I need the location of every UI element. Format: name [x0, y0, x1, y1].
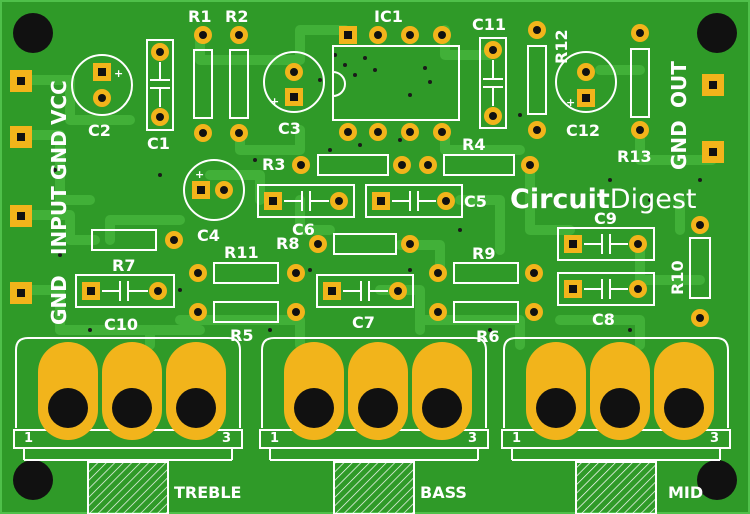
capacitor-c4: +	[183, 159, 245, 221]
pot-shaft	[333, 461, 415, 514]
pot-pin3-label: 3	[222, 431, 231, 446]
pot-pin1-label: 1	[512, 431, 521, 446]
ref-c4: C4	[197, 226, 220, 245]
svg-text:+: +	[270, 95, 279, 108]
resistor-r3	[292, 154, 411, 176]
resistor-r9	[429, 262, 543, 284]
ref-r7: R7	[112, 256, 135, 275]
label-out: OUT	[667, 61, 691, 108]
resistor-r2	[229, 26, 249, 142]
pot-pin1-label: 1	[24, 431, 33, 446]
resistor-r10	[689, 216, 711, 327]
resistor-r13	[630, 24, 650, 139]
capacitor-c11	[479, 37, 507, 129]
resistor-r7	[91, 229, 183, 251]
ref-r6: R6	[476, 327, 499, 346]
ref-c5: C5	[464, 192, 487, 211]
ref-r2: R2	[225, 7, 248, 26]
pot-pin1-label: 1	[270, 431, 279, 446]
capacitor-c2: +	[71, 54, 133, 116]
label-input: INPUT	[47, 186, 71, 255]
mounting-hole-bottom-right	[697, 460, 737, 500]
capacitor-c10	[75, 274, 175, 308]
logo-digest: Digest	[610, 184, 697, 215]
svg-text:+: +	[114, 67, 123, 80]
label-gnd-out: GND	[667, 120, 691, 170]
svg-text:CircuitDigest: CircuitDigest	[510, 184, 696, 215]
ref-c1: C1	[147, 134, 170, 153]
pot-name-label: TREBLE	[174, 483, 241, 502]
logo-circuit: Circuit	[510, 184, 610, 215]
ref-r12: R12	[552, 29, 571, 64]
ref-c2: C2	[88, 121, 111, 140]
pot-shaft	[575, 461, 657, 514]
mounting-hole-top-left	[13, 13, 53, 53]
pot-shaft	[87, 461, 169, 514]
ref-r11: R11	[224, 243, 259, 262]
ref-r8: R8	[276, 234, 299, 253]
resistor-r4	[419, 154, 539, 176]
ref-c3: C3	[278, 119, 301, 138]
svg-text:+: +	[566, 96, 575, 109]
capacitor-c12: +	[555, 51, 617, 113]
capacitor-c9	[557, 227, 655, 261]
resistor-r5	[189, 301, 305, 323]
resistor-r1	[193, 26, 213, 142]
ref-r4: R4	[462, 135, 485, 154]
mounting-hole-bottom-left	[13, 460, 53, 500]
resistor-r11	[189, 262, 305, 284]
left-connector-pads	[10, 70, 32, 304]
copper-traces	[25, 25, 717, 350]
capacitor-c8	[557, 272, 655, 306]
resistor-r6	[429, 301, 543, 323]
capacitor-c7	[316, 274, 414, 308]
mounting-holes	[13, 13, 737, 500]
via-dots	[53, 53, 702, 332]
circuitdigest-logo: CircuitDigest	[510, 184, 696, 215]
ic1-chip	[332, 26, 460, 141]
resistor-r8	[309, 233, 419, 255]
ref-r10: R10	[668, 260, 687, 295]
svg-text:+: +	[195, 168, 204, 181]
capacitor-c5	[365, 184, 463, 218]
pot-name-label: BASS	[420, 483, 467, 502]
resistor-r12	[527, 21, 547, 139]
ref-r1: R1	[188, 7, 211, 26]
ref-r3: R3	[262, 155, 285, 174]
label-gnd-top: GND	[47, 130, 71, 180]
pot-pin3-label: 3	[710, 431, 719, 446]
mounting-hole-top-right	[697, 13, 737, 53]
ref-r13: R13	[617, 147, 652, 166]
ref-c7: C7	[352, 313, 375, 332]
ref-c12: C12	[566, 121, 600, 140]
capacitor-c6	[257, 184, 355, 218]
ref-c10: C10	[104, 315, 138, 334]
ref-c9: C9	[594, 209, 617, 228]
ref-c6: C6	[292, 220, 315, 239]
pot-pin3-label: 3	[468, 431, 477, 446]
ref-c11: C11	[472, 15, 506, 34]
ref-r5: R5	[230, 326, 253, 345]
ref-c8: C8	[592, 310, 615, 329]
label-gnd-bottom: GND	[47, 275, 71, 325]
capacitor-c3: +	[263, 51, 325, 113]
capacitor-c1	[146, 39, 174, 131]
ref-ic1: IC1	[374, 7, 403, 26]
pot-name-label: MID	[668, 483, 703, 502]
label-vcc: VCC	[47, 80, 71, 125]
ref-r9: R9	[472, 244, 495, 263]
